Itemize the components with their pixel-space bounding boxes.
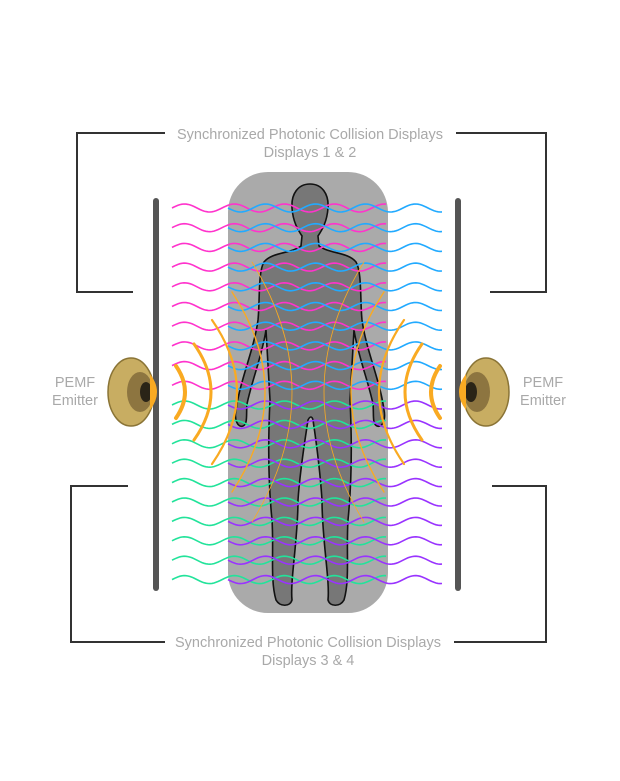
bracket-top-left bbox=[76, 132, 165, 293]
left-emitter-label-line2: Emitter bbox=[52, 393, 98, 409]
right-emitter-label-line2: Emitter bbox=[520, 393, 566, 409]
pemf-arc-left bbox=[210, 318, 238, 466]
wave-display-2 bbox=[227, 222, 443, 233]
pemf-emitter-right bbox=[459, 357, 510, 427]
pemf-emitter-left bbox=[107, 357, 157, 427]
wave-display-4 bbox=[227, 535, 443, 546]
wave-display-2 bbox=[227, 360, 443, 371]
wave-display-4 bbox=[227, 497, 443, 507]
right-emitter-label: PEMF Emitter bbox=[508, 374, 578, 410]
top-label-subtitle: Displays 1 & 2 bbox=[263, 145, 357, 161]
wave-display-4 bbox=[227, 574, 443, 585]
pemf-arc-right bbox=[429, 364, 442, 420]
wave-display-2 bbox=[227, 301, 443, 312]
left-emitter-label: PEMF Emitter bbox=[40, 374, 110, 410]
left-emitter-label-line1: PEMF bbox=[54, 375, 96, 391]
bracket-top-right bbox=[456, 132, 547, 293]
wave-display-2 bbox=[227, 321, 443, 332]
wave-display-4 bbox=[227, 516, 443, 527]
wave-display-2 bbox=[227, 242, 443, 253]
pemf-arc-right bbox=[403, 342, 424, 442]
pemf-arc-right bbox=[323, 261, 365, 523]
wave-display-4 bbox=[227, 555, 443, 566]
bottom-label-title: Synchronized Photonic Collision Displays bbox=[175, 635, 441, 651]
wave-display-4 bbox=[227, 477, 443, 488]
wave-display-4 bbox=[227, 419, 443, 430]
pemf-arc-left bbox=[251, 261, 293, 523]
bracket-bottom-right bbox=[454, 485, 547, 643]
right-emitter-label-line1: PEMF bbox=[522, 375, 564, 391]
top-displays-label: Synchronized Photonic Collision Displays… bbox=[150, 126, 470, 162]
pemf-arc-left bbox=[231, 291, 266, 493]
brackets bbox=[70, 132, 547, 643]
bottom-label-subtitle: Displays 3 & 4 bbox=[261, 653, 355, 669]
pemf-arc-right bbox=[350, 291, 385, 493]
wave-display-2 bbox=[227, 262, 443, 272]
pemf-field-arcs bbox=[174, 261, 442, 523]
bracket-bottom-left bbox=[70, 485, 165, 643]
wave-display-2 bbox=[227, 203, 443, 213]
wave-display-4 bbox=[227, 438, 443, 449]
display-panel-right bbox=[455, 198, 461, 591]
pemf-arc-left bbox=[174, 364, 187, 420]
top-label-title: Synchronized Photonic Collision Displays bbox=[177, 127, 443, 143]
pemf-arc-left bbox=[192, 342, 213, 442]
wave-display-2 bbox=[227, 341, 443, 351]
pemf-arc-right bbox=[378, 318, 406, 466]
bottom-displays-label: Synchronized Photonic Collision Displays… bbox=[148, 634, 468, 670]
wave-display-4 bbox=[227, 458, 443, 469]
